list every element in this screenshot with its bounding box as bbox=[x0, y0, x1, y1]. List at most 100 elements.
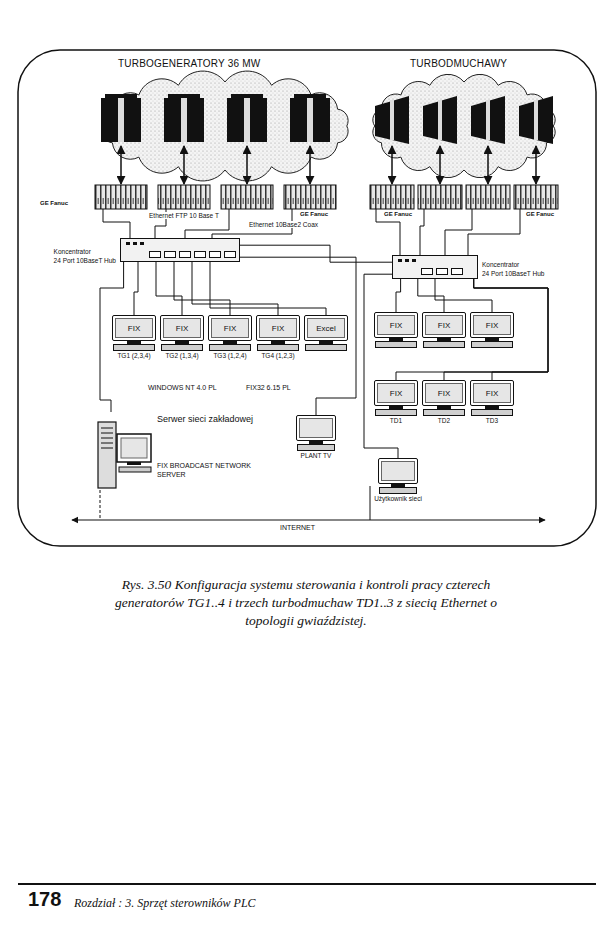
screen: FIX bbox=[259, 318, 297, 338]
screen bbox=[381, 461, 415, 481]
hub-box: Koncentrator24 Port 10BaseT Hub bbox=[392, 255, 478, 279]
server-title: Serwer sieci zakładowej bbox=[157, 414, 253, 424]
workstation: FIX TD1 bbox=[374, 380, 418, 424]
station-label: Użytkownik sieci bbox=[368, 495, 428, 502]
os-label: WINDOWS NT 4.0 PL bbox=[148, 384, 217, 391]
workstation: FIX bbox=[422, 312, 466, 348]
network-label: Ethernet FTP 10 Base T bbox=[148, 212, 220, 219]
screen-text: FIX bbox=[390, 321, 402, 330]
server-screen bbox=[121, 438, 147, 458]
drive-bay bbox=[101, 443, 113, 444]
hub-led bbox=[412, 259, 416, 262]
plc-brand: GE Fanuc bbox=[40, 200, 68, 206]
workstation: FIXTD2 bbox=[422, 380, 466, 424]
cloud-shape bbox=[102, 71, 348, 181]
network-cable bbox=[156, 262, 182, 315]
signal-arrow bbox=[535, 146, 537, 184]
drive-bay bbox=[101, 448, 113, 449]
screen-text: FIX bbox=[390, 389, 402, 398]
hub-led bbox=[133, 242, 137, 245]
turbine-gap bbox=[244, 98, 250, 142]
signal-arrow bbox=[391, 146, 393, 184]
hub-port bbox=[421, 268, 433, 275]
turbine-top bbox=[294, 94, 326, 98]
turbine-gap bbox=[307, 98, 313, 142]
signal-arrow bbox=[183, 146, 185, 184]
turbine-top bbox=[168, 94, 200, 98]
workstation: FIXTG2 (1,3,4) bbox=[160, 315, 204, 359]
drive-bay bbox=[101, 438, 113, 439]
turbine-group: TURBOGENERATORY 36 MW bbox=[90, 58, 360, 180]
turbine-top bbox=[105, 94, 137, 98]
screen: FIX bbox=[473, 315, 511, 335]
screen-text: Excel bbox=[316, 324, 336, 333]
workstation: Excel bbox=[304, 315, 348, 351]
network-cable bbox=[396, 279, 548, 380]
network-cable bbox=[134, 262, 138, 315]
group-heading: TURBOGENERATORY 36 MW bbox=[118, 58, 260, 69]
blower-gap bbox=[390, 100, 394, 140]
signal-arrow bbox=[487, 146, 489, 184]
workstation: FIX bbox=[374, 312, 418, 348]
network-cable bbox=[192, 262, 278, 315]
screen-text: FIX bbox=[128, 324, 140, 333]
screen: FIX bbox=[377, 315, 415, 335]
turbine bbox=[290, 98, 330, 142]
monitor: FIX bbox=[256, 315, 300, 341]
page-number: 178 bbox=[28, 888, 61, 911]
tower bbox=[98, 422, 116, 488]
cloud-outline bbox=[90, 58, 360, 180]
blower-gap bbox=[534, 100, 538, 140]
network-cable bbox=[240, 257, 356, 415]
blower-gap bbox=[486, 100, 490, 140]
turbine bbox=[164, 98, 204, 142]
monitor: FIX bbox=[470, 312, 514, 338]
network-label: INTERNET bbox=[280, 524, 315, 531]
hub-led bbox=[126, 242, 130, 245]
signal-arrow bbox=[309, 146, 311, 184]
plc-brand: GE Fanuc bbox=[384, 211, 412, 217]
blower bbox=[519, 96, 553, 144]
network-cable bbox=[240, 245, 392, 262]
monitor bbox=[296, 415, 336, 441]
hub-label: Koncentrator24 Port 10BaseT Hub bbox=[482, 260, 544, 278]
server-icon bbox=[95, 412, 155, 490]
plc-brand: GE Fanuc bbox=[526, 211, 554, 217]
screen: Excel bbox=[307, 318, 345, 338]
workstation: Użytkownik sieci bbox=[368, 458, 428, 502]
server-drop bbox=[100, 490, 101, 520]
screen-text: FIX bbox=[272, 324, 284, 333]
station-label: TD3 bbox=[470, 417, 514, 424]
user-drop bbox=[370, 486, 371, 520]
hub-port bbox=[149, 251, 161, 258]
hub-port bbox=[209, 251, 221, 258]
workstation: FIXTG1 (2,3,4) bbox=[112, 315, 156, 359]
workstation: PLANT TV bbox=[286, 415, 346, 459]
monitor: FIX bbox=[422, 312, 466, 338]
network-cable bbox=[210, 262, 326, 315]
signal-arrow bbox=[439, 146, 441, 184]
workstation: FIXTG4 (1,2,3) bbox=[256, 315, 300, 359]
screen: FIX bbox=[211, 318, 249, 338]
hub-name: Koncentrator bbox=[482, 260, 544, 269]
plc-racks bbox=[95, 185, 558, 209]
station-label: TD1 bbox=[374, 417, 418, 424]
hub-label: Koncentrator24 Port 10BaseT Hub bbox=[54, 247, 116, 265]
screen-text: FIX bbox=[438, 389, 450, 398]
blower bbox=[471, 96, 505, 144]
server-stand bbox=[127, 462, 141, 465]
turbine-gap bbox=[181, 98, 187, 142]
hub-port bbox=[436, 268, 448, 275]
screen-text: FIX bbox=[486, 389, 498, 398]
signal-arrow bbox=[246, 146, 248, 184]
keyboard bbox=[305, 344, 347, 351]
drive-bay bbox=[101, 433, 113, 434]
group-heading: TURBODMUCHAWY bbox=[410, 58, 507, 69]
hub-port bbox=[224, 251, 236, 258]
monitor: FIX bbox=[422, 380, 466, 406]
turbine bbox=[101, 98, 141, 142]
keyboard bbox=[375, 341, 417, 348]
workstation: FIXTG3 (1,2,4) bbox=[208, 315, 252, 359]
keyboard bbox=[209, 344, 251, 351]
turbine bbox=[227, 98, 267, 142]
